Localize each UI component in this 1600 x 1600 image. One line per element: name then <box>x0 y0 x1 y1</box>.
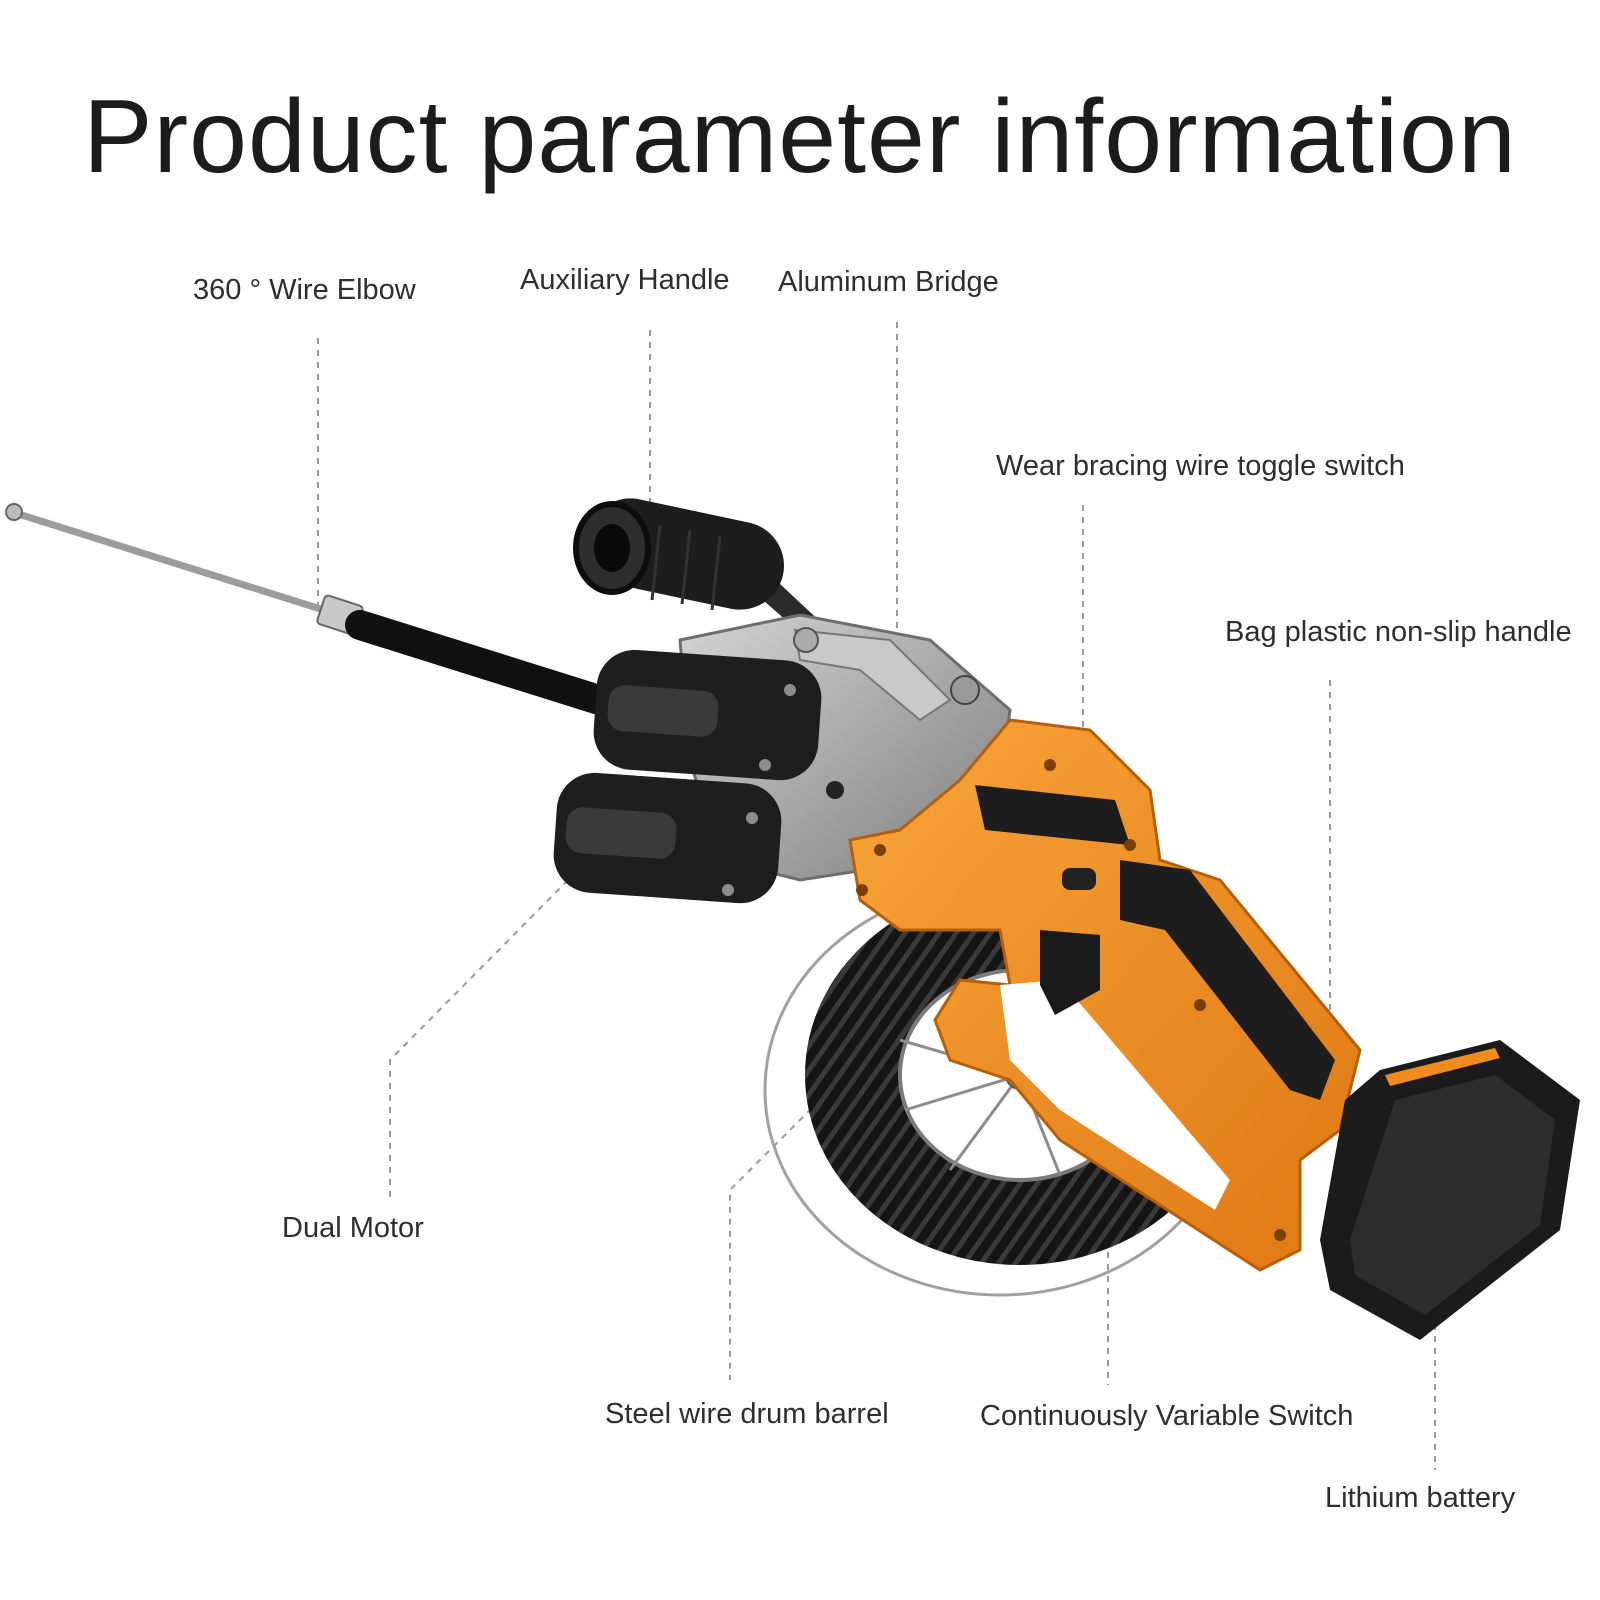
label-variable-switch: Continuously Variable Switch <box>980 1400 1354 1432</box>
label-dual-motor: Dual Motor <box>282 1212 424 1244</box>
label-lithium-battery: Lithium battery <box>1325 1482 1516 1514</box>
page-title: Product parameter information <box>83 79 1517 195</box>
dual-motor <box>553 649 822 904</box>
leader-dual-motor <box>389 879 569 1200</box>
label-aluminum-bridge: Aluminum Bridge <box>778 266 999 298</box>
label-non-slip-handle: Bag plastic non-slip handle <box>1225 616 1572 648</box>
motor-upper <box>593 649 822 781</box>
leader-drum-barrel <box>729 1099 821 1380</box>
label-toggle-switch: Wear bracing wire toggle switch <box>996 450 1405 482</box>
label-auxiliary-handle: Auxiliary Handle <box>520 264 730 296</box>
probe-rod <box>5 503 630 720</box>
label-drum-barrel: Steel wire drum barrel <box>605 1398 889 1430</box>
lithium-battery <box>1320 1040 1580 1340</box>
motor-lower <box>553 772 782 904</box>
tool-body <box>848 718 1362 1272</box>
label-wire-elbow: 360 ° Wire Elbow <box>193 274 416 306</box>
